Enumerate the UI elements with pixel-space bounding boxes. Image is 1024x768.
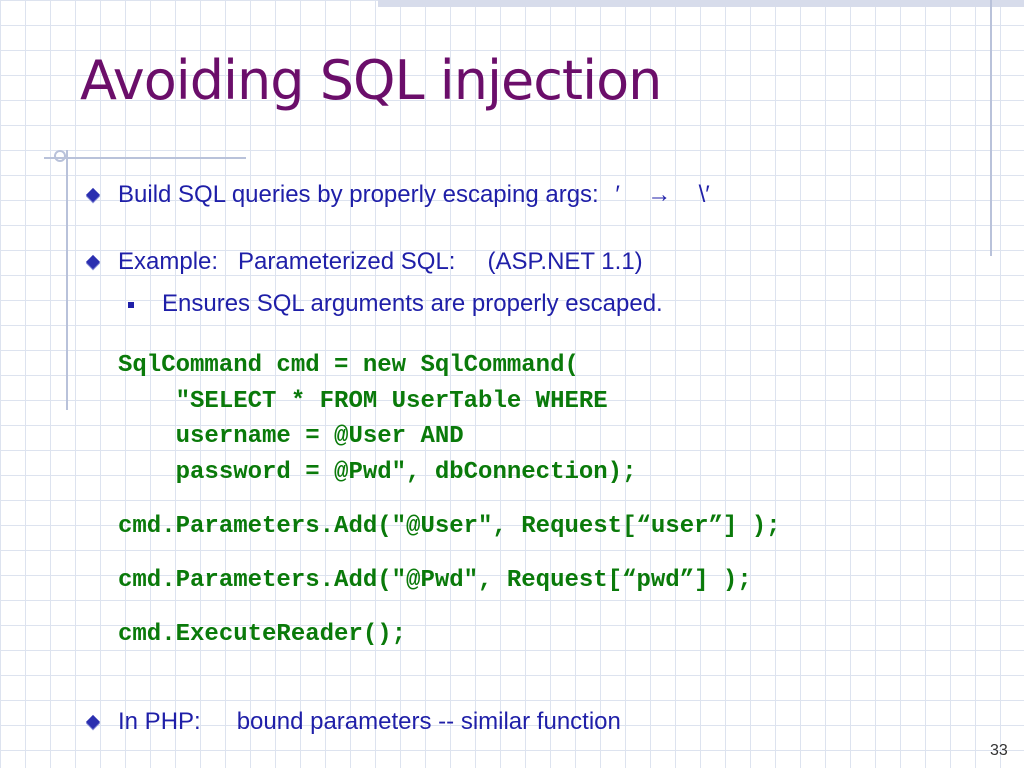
escape-to-chars: \′ [698,181,710,208]
slide-title: Avoiding SQL injection [80,49,662,112]
code-param-user: cmd.Parameters.Add("@User", Request[“use… [118,513,781,540]
code-execute: cmd.ExecuteReader(); [118,621,407,648]
code-line: "SELECT * FROM UserTable WHERE [118,387,608,415]
decor-horizontal-line [44,157,246,159]
decor-vertical-line-left [66,150,68,410]
top-decoration-band [378,0,1024,7]
bullet-php-text: In PHP:bound parameters -- similar funct… [118,708,621,735]
code-line: SqlCommand cmd = new SqlCommand( [118,352,579,379]
escape-from-char: ′ [615,181,620,208]
square-bullet-icon [128,302,134,308]
code-sqlcommand: SqlCommand cmd = new SqlCommand( "SELECT… [118,348,636,490]
decor-circle [54,150,66,162]
diamond-bullet-icon [85,714,101,730]
decor-vertical-line-right [990,0,992,256]
diamond-bullet-icon [85,254,101,270]
arrow-icon: → [647,181,672,208]
code-line: username = @User AND [118,423,464,450]
code-param-pwd: cmd.Parameters.Add("@Pwd", Request[“pwd”… [118,567,752,594]
code-line: password = @Pwd", dbConnection); [118,458,637,486]
slide-number: 33 [990,742,1008,759]
diamond-bullet-icon [85,187,101,203]
bullet-example-text: Example:Parameterized SQL:(ASP.NET 1.1) [118,248,643,275]
bullet-escaping-text: Build SQL queries by properly escaping a… [118,181,710,208]
